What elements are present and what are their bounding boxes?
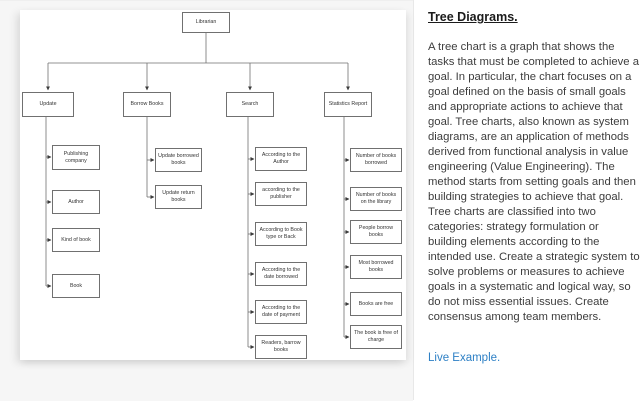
tree-node-number-books-borrowed: Number of books borrowed — [350, 148, 402, 172]
diagram-canvas: Librarian Update Borrow Books Search Sta… — [20, 10, 406, 360]
article-title: Tree Diagrams. — [428, 10, 518, 24]
panel-divider — [413, 0, 414, 400]
tree-node-borrow-books: Borrow Books — [123, 92, 171, 117]
tree-node-according-book-type: According to Book type or Back — [255, 222, 307, 246]
tree-node-readers-barrow-books: Readers, barrow books — [255, 335, 307, 359]
tree-node-according-author: According to the Author — [255, 147, 307, 171]
tree-node-kind-of-book: Kind of book — [52, 228, 100, 252]
tree-node-search: Search — [226, 92, 274, 117]
tree-node-people-borrow-books: People borrow books — [350, 220, 402, 244]
tree-node-publishing-company: Publishing company — [52, 145, 100, 170]
tree-node-librarian: Librarian — [182, 12, 230, 33]
tree-node-update-return-books: Update return books — [155, 185, 202, 209]
article-panel: Tree Diagrams. A tree chart is a graph t… — [428, 0, 640, 400]
live-example-link[interactable]: Live Example. — [428, 352, 501, 364]
tree-node-number-books-library: Number of books on the library — [350, 187, 402, 211]
tree-node-update: Update — [22, 92, 74, 117]
tree-node-according-publisher: according to the publisher — [255, 182, 307, 206]
tree-node-update-borrowed-books: Update borrowed books — [155, 148, 202, 172]
tree-node-books-are-free: Books are free — [350, 292, 402, 316]
tree-node-author: Author — [52, 190, 100, 214]
tree-node-most-borrowed-books: Most borrowed books — [350, 255, 402, 279]
diagram-connectors — [45, 33, 350, 349]
tree-node-according-date-payment: According to the date of payment — [255, 300, 307, 324]
article-body: A tree chart is a graph that shows the t… — [428, 41, 640, 323]
tree-node-book-free-of-charge: The book is free of charge — [350, 325, 402, 349]
tree-node-statistics-report: Statistics Report — [324, 92, 372, 117]
tree-node-according-date-borrowed: According to the date borrowed — [255, 262, 307, 286]
tree-node-book: Book — [52, 274, 100, 298]
